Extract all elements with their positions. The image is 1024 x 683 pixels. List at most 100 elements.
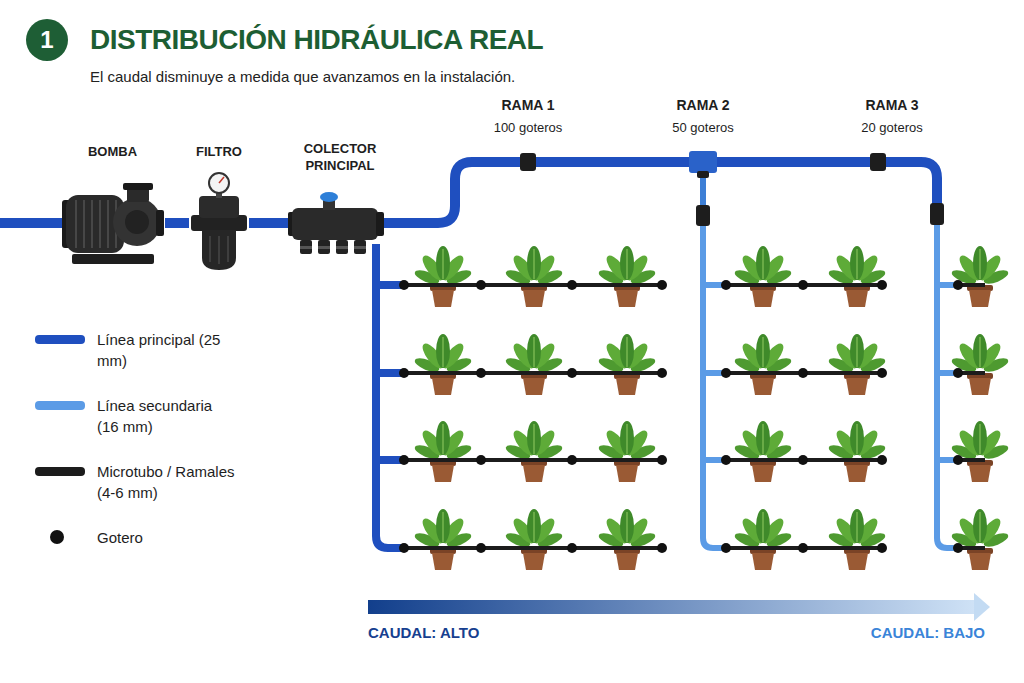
node-label: BOMBA	[60, 143, 165, 160]
branch-name: RAMA 3	[865, 97, 918, 114]
drippers-part	[657, 280, 667, 290]
main-lines	[0, 162, 937, 548]
drippers-part	[953, 368, 963, 378]
plant-pots-part	[597, 246, 657, 307]
dripper-count: 50 goteros	[672, 120, 733, 136]
drippers-part	[877, 455, 887, 465]
plant-pots-part	[413, 246, 473, 307]
plant-pots-part	[827, 421, 887, 482]
main-lines-part	[376, 244, 402, 548]
main-lines-part	[376, 281, 402, 289]
legend-label: Gotero	[97, 527, 237, 548]
plant-pots-part	[733, 509, 793, 570]
filter-illustration-part-part	[218, 236, 220, 264]
microtubes-part	[400, 546, 664, 550]
flow-label: CAUDAL: BAJO	[871, 624, 985, 642]
manifold-illustration-part	[300, 240, 366, 254]
pipe-couplings-part	[520, 153, 536, 171]
secondary-lines-part	[703, 282, 724, 288]
subtitle: El caudal disminuye a medida que avanzam…	[90, 68, 515, 86]
filter-illustration-part-part	[209, 236, 211, 262]
drippers-part	[476, 543, 486, 553]
legend-dot	[50, 530, 64, 544]
manifold-illustration-part-part	[318, 240, 330, 254]
dripper-count: 100 goteros	[494, 120, 563, 136]
pump-illustration-part	[76, 200, 116, 248]
manifold-illustration-part-part	[354, 240, 366, 254]
plant-pots-part	[827, 509, 887, 570]
plant-pots-part	[950, 334, 1010, 395]
plant-pots-part	[413, 421, 473, 482]
drippers-part	[567, 368, 577, 378]
drippers-part	[399, 280, 409, 290]
drippers-part	[399, 455, 409, 465]
pump-illustration	[62, 183, 164, 264]
legend-label: Línea secundaria (16 mm)	[97, 395, 237, 437]
node-label: FILTRO	[189, 143, 249, 160]
node-label: COLECTOR PRINCIPAL	[290, 140, 390, 174]
drippers-part	[567, 455, 577, 465]
legend-label: Línea principal (25 mm)	[97, 329, 237, 371]
drippers-part	[476, 368, 486, 378]
drippers-part	[877, 368, 887, 378]
drippers-part	[798, 280, 808, 290]
manifold-illustration-part-part	[318, 246, 330, 249]
main-lines-part	[376, 456, 402, 464]
manifold-illustration-part	[292, 208, 378, 240]
drippers-part	[798, 368, 808, 378]
secondary-lines	[703, 222, 957, 548]
plant-pots-part	[733, 334, 793, 395]
microtubes	[400, 285, 985, 548]
manifold-node: COLECTOR PRINCIPAL	[290, 140, 390, 260]
flow-gradient-arrow	[368, 593, 990, 621]
filter-illustration-part	[202, 230, 236, 270]
legend-label: Microtubo / Ramales (4-6 mm)	[97, 461, 237, 503]
pump-illustration-part-part	[91, 200, 93, 248]
diagram-title: DISTRIBUCIÓN HIDRÁULICA REAL	[90, 23, 543, 57]
manifold-illustration-part-part	[336, 240, 348, 254]
filter-illustration	[191, 173, 247, 270]
manifold-illustration-part	[376, 212, 384, 236]
pump-illustration-part	[72, 254, 154, 264]
plant-pots-part	[504, 421, 564, 482]
pipe-couplings-part	[689, 151, 717, 173]
drippers-part	[953, 543, 963, 553]
plant-pots	[413, 246, 1010, 570]
filter-illustration-part	[199, 196, 239, 218]
drippers-part	[721, 280, 731, 290]
main-pipe	[249, 218, 290, 228]
manifold-illustration-part-part	[354, 246, 366, 249]
drippers-part	[953, 455, 963, 465]
plant-pots-part	[950, 421, 1010, 482]
plant-pots-part	[597, 334, 657, 395]
plant-pots-part	[733, 246, 793, 307]
dripper-count: 20 goteros	[861, 120, 922, 136]
plant-pots-part	[504, 334, 564, 395]
drippers-part	[721, 368, 731, 378]
manifold-illustration-part-part	[336, 246, 348, 249]
manifold-illustration-part-part	[300, 246, 312, 249]
pipe-couplings-part	[697, 171, 709, 178]
drippers-part	[476, 280, 486, 290]
branch-name: RAMA 1	[501, 97, 554, 114]
manifold-illustration-part	[300, 246, 366, 249]
microtubes-part	[400, 283, 664, 287]
pipe-couplings-part	[930, 203, 944, 225]
microtubes-part	[400, 458, 664, 462]
plant-pots-part	[413, 334, 473, 395]
main-lines-part	[376, 369, 402, 377]
filter-illustration-part	[210, 236, 228, 264]
secondary-lines-part	[937, 222, 957, 548]
pump-illustration-part	[125, 210, 149, 234]
main-pipe	[165, 218, 189, 228]
plant-pots-part	[504, 246, 564, 307]
legend-swatch	[35, 335, 85, 344]
pump-illustration-part	[123, 183, 153, 190]
main-lines-part	[0, 218, 70, 228]
callout-circle	[26, 19, 68, 61]
plant-pots-part	[597, 421, 657, 482]
main-lines-part	[380, 162, 937, 223]
manifold-illustration-part-part	[300, 240, 312, 254]
pipe-couplings-part	[870, 153, 886, 171]
